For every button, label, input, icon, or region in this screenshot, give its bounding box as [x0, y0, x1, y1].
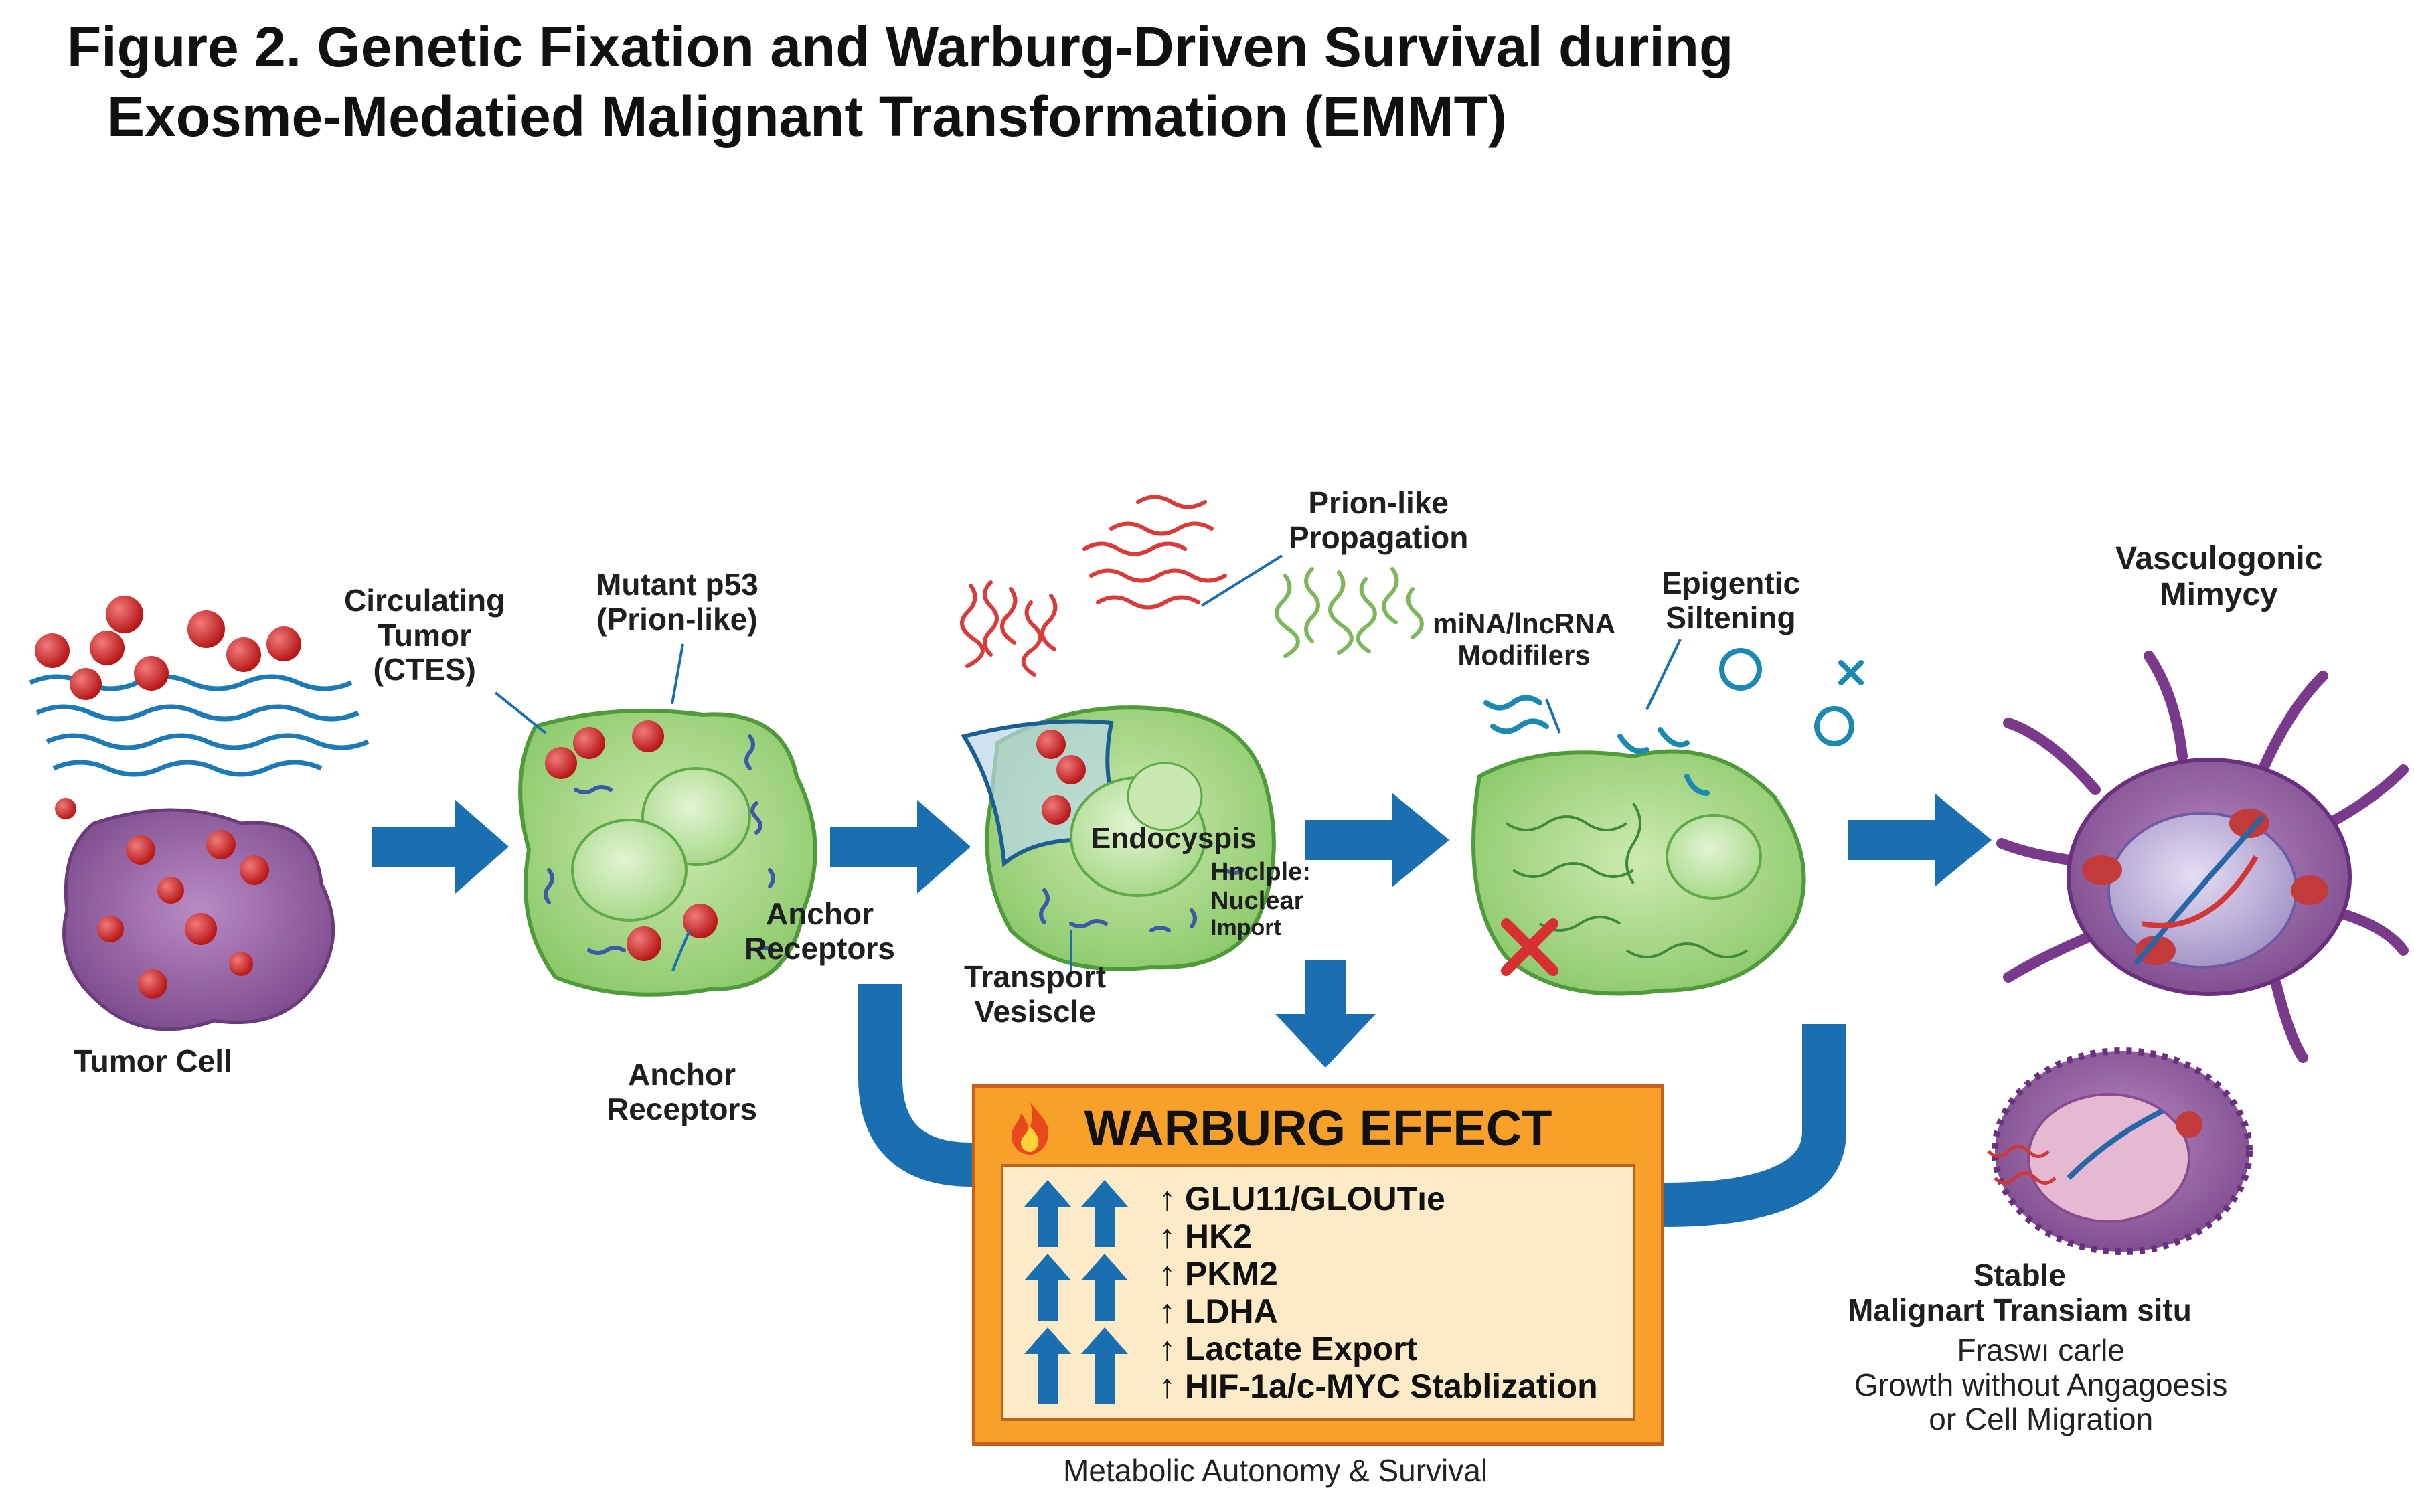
warburg-item-hk2: ↑ HK2: [1159, 1217, 1252, 1255]
cell-stage4: [1471, 749, 1806, 996]
vesicle-squiggles-stage3: [1039, 868, 1244, 932]
flow-arrow-2: [830, 800, 971, 894]
nucleus-stage4: [1666, 814, 1762, 900]
label-transport-line2: Vesiscle: [974, 993, 1096, 1029]
label-mirna-modifiers: miNA/lncRNA Modifilers: [1433, 608, 1615, 671]
receptor-squiggles-stage2: [544, 734, 776, 955]
label-anchor-upper-line1: Anchor: [765, 896, 874, 931]
label-nuclear-import: Hnclple: Nuclear Import: [1210, 858, 1311, 940]
label-stable-line2: Malignart Transiam situ: [1848, 1292, 2192, 1327]
label-nuclear-line2: Nuclear: [1210, 886, 1304, 915]
figure-title-line1: Figure 2. Genetic Fixation and Warburg-D…: [67, 15, 1734, 78]
pipe-right: [1664, 1024, 1846, 1227]
wrench-icon: [1501, 918, 1558, 976]
fire-icon: [1012, 1102, 1049, 1155]
flow-arrow-1: [372, 800, 509, 894]
label-transport-vesicle: Transport Vesiscle: [964, 959, 1107, 1029]
label-anchor-upper-line2: Receptors: [744, 930, 895, 966]
label-prion-line1: Prion-like: [1308, 485, 1449, 520]
warburg-item-hif: ↑ HIF-1a/c-MYC Stablization: [1159, 1367, 1598, 1405]
tumor-cell-particles: [97, 830, 269, 999]
label-endocytosis: Endocyspis: [1091, 822, 1257, 855]
label-circulating-tumor: Circulating Tumor (CTES): [344, 583, 505, 687]
figure-title-line2: Exosme-Medatied Malignant Transformation…: [107, 85, 1507, 148]
label-epigenetic-silencing: Epigentic Siltening: [1662, 566, 1800, 635]
pipe-left: [858, 984, 973, 1187]
label-vasculogenic-line1: Vasculogonic: [2115, 541, 2323, 576]
upregulation-arrows-icon: [1024, 1180, 1128, 1404]
vasculogenic-cell: [1996, 651, 2409, 1063]
label-nuclear-line3: Import: [1210, 915, 1281, 941]
label-vasculogenic-mimicry: Vasculogonic Mimycy: [2115, 541, 2322, 613]
flow-arrow-4: [1848, 793, 1992, 887]
warburg-title: WARBURG EFFECT: [1084, 1100, 1552, 1156]
warburg-items: ↑ GLU11/GLOUTıe ↑ HK2 ↑ PKM2 ↑ LDHA ↑ La…: [1159, 1180, 1598, 1405]
nucleus-stage2-b: [571, 819, 688, 922]
warburg-item-lactate: ↑ Lactate Export: [1159, 1330, 1418, 1367]
label-circulating-line3: (CTES): [373, 652, 476, 687]
prion-strands-red: [960, 495, 1227, 677]
label-mirna-line2: Modifilers: [1457, 639, 1591, 671]
label-epigenetic-line1: Epigentic: [1662, 566, 1801, 600]
label-stable-desc-line3: or Cell Migration: [1929, 1402, 2154, 1437]
warburg-item-glut: ↑ GLU11/GLOUTıe: [1159, 1180, 1445, 1217]
epigenetic-marks: [1483, 648, 1864, 796]
label-anchor-receptors-upper: Anchor Receptors: [744, 896, 895, 966]
stable-malignant-cell: [1987, 1047, 2253, 1255]
warburg-caption: Metabolic Autonomy & Survival: [1063, 1453, 1488, 1488]
label-anchor-receptors-lower: Anchor Receptors: [607, 1057, 757, 1126]
label-tumor-cell: Tumor Cell: [74, 1043, 232, 1078]
warburg-effect-box: WARBURG EFFECT ↑ GLU11/GLOUTıe ↑ HK2 ↑ P…: [972, 1084, 1664, 1446]
label-transport-line1: Transport: [964, 959, 1107, 994]
label-mirna-line1: miNA/lncRNA: [1433, 608, 1616, 639]
p53-particles-stage3: [1036, 730, 1086, 825]
label-mutant-p53-line2: (Prion-like): [596, 601, 758, 637]
warburg-item-ldha: ↑ LDHA: [1159, 1292, 1278, 1330]
warburg-item-pkm2: ↑ PKM2: [1159, 1255, 1278, 1292]
label-circulating-line1: Circulating: [344, 583, 505, 618]
label-prion-like: Prion-like Propagation: [1289, 485, 1469, 555]
figure-title: Figure 2. Genetic Fixation and Warburg-D…: [67, 12, 1733, 151]
label-nuclear-line1: Hnclple:: [1210, 858, 1311, 886]
label-vasculogenic-line2: Mimycy: [2160, 576, 2278, 612]
label-stable-line1: Stable: [1973, 1258, 2066, 1292]
down-arrow-to-warburg: [1275, 960, 1376, 1068]
label-prion-line2: Propagation: [1289, 519, 1469, 555]
label-stable-malignant: Stable Malignart Transiam situ: [1848, 1258, 2192, 1327]
label-mutant-p53: Mutant p53 (Prion-like): [596, 567, 758, 637]
label-anchor-lower-line2: Receptors: [607, 1091, 757, 1126]
label-circulating-line2: Tumor: [378, 617, 471, 653]
label-mutant-p53-line1: Mutant p53: [596, 567, 758, 602]
label-stable-desc-line1: Fraswı carle: [1957, 1333, 2125, 1367]
nucleolus-stage3: [1127, 762, 1203, 831]
prion-strands-green: [1275, 567, 1424, 658]
label-stable-desc-line2: Growth without Angagoesis: [1854, 1367, 2228, 1402]
red-particles-stage1: [35, 596, 301, 819]
warburg-list-panel: ↑ GLU11/GLOUTıe ↑ HK2 ↑ PKM2 ↑ LDHA ↑ La…: [1001, 1164, 1635, 1421]
pointer-lines: [494, 554, 1682, 977]
flow-arrow-3: [1305, 793, 1449, 887]
label-epigenetic-line2: Siltening: [1666, 600, 1796, 635]
label-anchor-lower-line1: Anchor: [627, 1057, 736, 1092]
p53-particles-stage2: [545, 720, 718, 961]
label-stable-description: Fraswı carle Growth without Angagoesis o…: [1854, 1333, 2227, 1437]
